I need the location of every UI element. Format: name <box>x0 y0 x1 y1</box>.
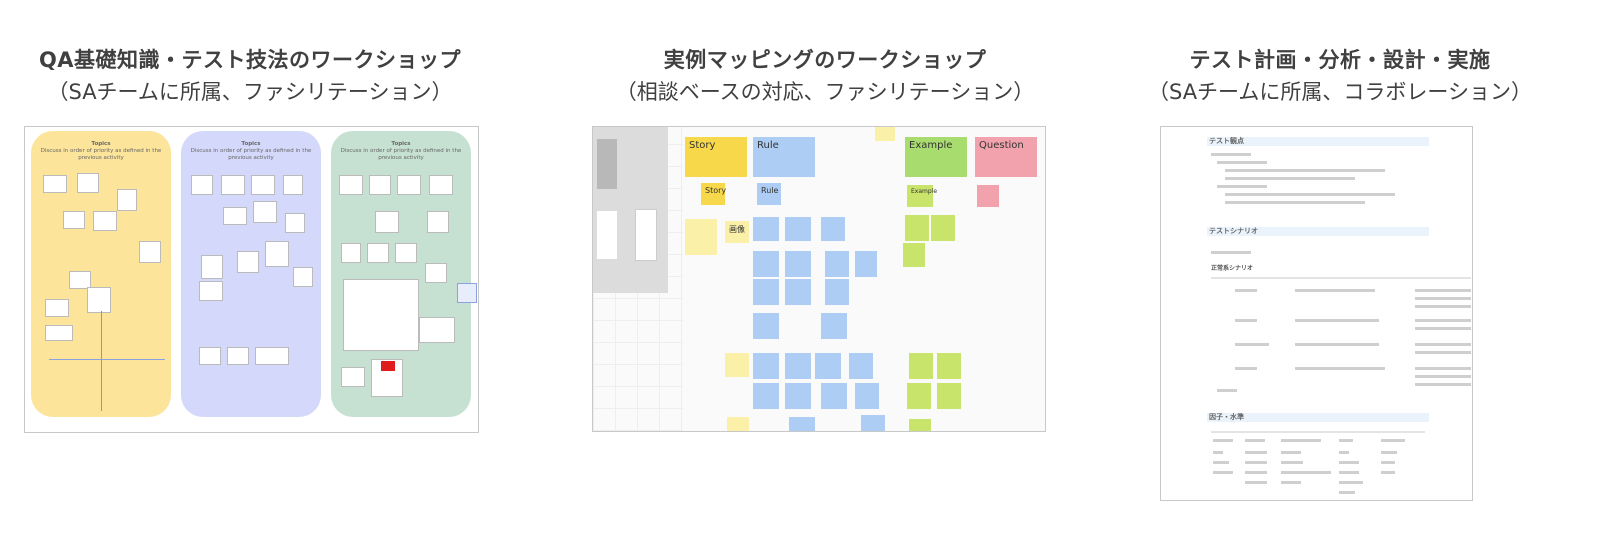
doc-section-heading: テストシナリオ <box>1207 227 1429 236</box>
topics-heading: Topics <box>91 141 111 147</box>
example-mapping-board-thumbnail: Story Rule Example Question Story Rule E… <box>592 126 1046 432</box>
scenario-heading: 正常系シナリオ <box>1211 265 1254 272</box>
example-note: Example <box>907 185 937 207</box>
example-header: Example <box>905 137 967 177</box>
workshop-subtitle: （相談ベースの対応、ファシリテーション） <box>615 80 1035 104</box>
topics-instruction: Discuss in order of priority as defined … <box>190 148 312 161</box>
story-note: Story <box>701 183 726 205</box>
topics-instruction: Discuss in order of priority as defined … <box>40 148 162 161</box>
question-header: Question <box>975 137 1037 177</box>
topics-instruction: Discuss in order of priority as defined … <box>340 148 462 161</box>
topics-heading: Topics <box>241 141 261 147</box>
workshop-subtitle: （SAチームに所属、ファシリテーション） <box>47 80 453 104</box>
topics-heading: Topics <box>391 141 411 147</box>
rule-note: Rule <box>757 183 781 205</box>
rule-header: Rule <box>753 137 815 177</box>
story-header: Story <box>685 137 747 177</box>
image-note: 画像 <box>725 221 749 243</box>
doc-section-heading: 因子・水準 <box>1207 413 1429 422</box>
workshop-title: QA基礎知識・テスト技法のワークショップ <box>38 48 462 72</box>
workshop-subtitle: （SAチームに所属、コラボレーション） <box>1147 80 1533 104</box>
workshop-title: テスト計画・分析・設計・実施 <box>1189 48 1491 72</box>
workshop-title: 実例マッピングのワークショップ <box>663 48 987 72</box>
doc-section-heading: テスト観点 <box>1207 137 1429 146</box>
test-document-thumbnail: テスト観点 テストシナリオ 正常系シナリオ 因子・水準 <box>1160 126 1473 501</box>
